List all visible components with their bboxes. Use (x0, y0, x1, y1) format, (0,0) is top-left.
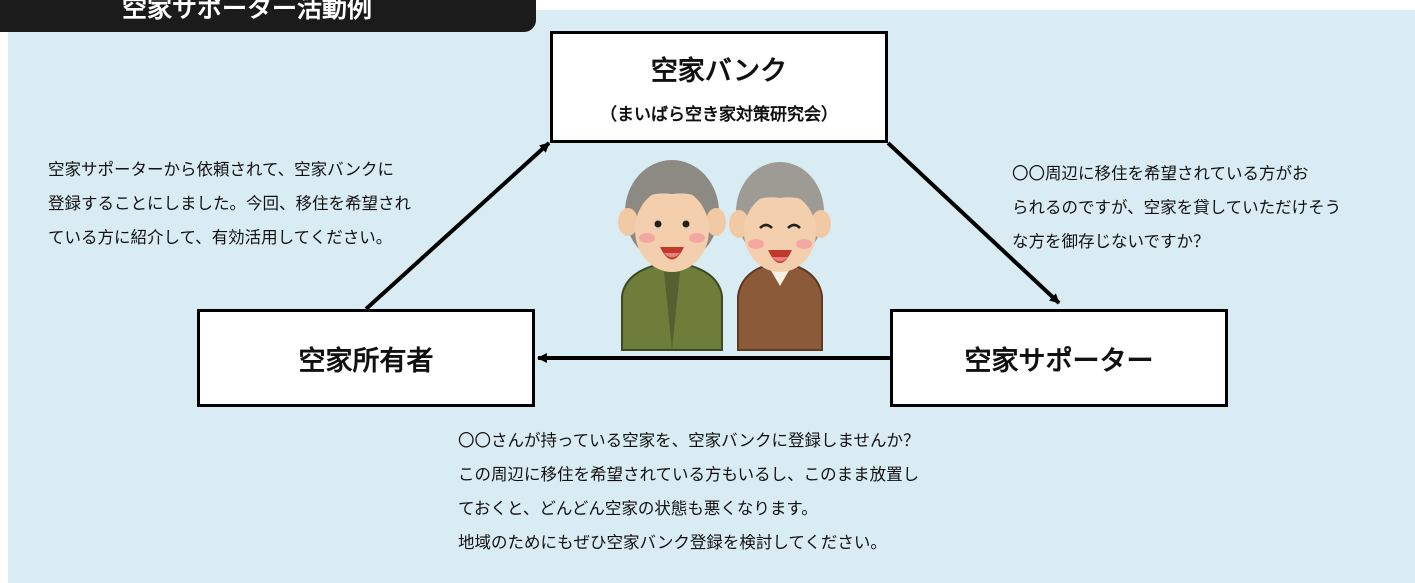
bank-message-line: な方を御存じないですか？ (1012, 232, 1210, 251)
owner-box: 空家所有者 (197, 309, 535, 407)
owner-message-line: ている方に紹介して、有効活用してください。 (48, 228, 393, 247)
akiya-bank-box: 空家バンク （まいばら空き家対策研究会） (550, 31, 888, 143)
elderly-man-right-icon (729, 162, 831, 351)
bank-message-line: 〇〇周辺に移住を希望されている方がお (1012, 164, 1309, 183)
arrow-bank-to-supporter (886, 141, 1061, 305)
title-bar: 空家サポーター活動例 (0, 0, 536, 32)
owner-message-line: 空家サポーターから依頼されて、空家バンクに (48, 160, 395, 179)
supporter-message-line: 地域のためにもぜひ空家バンク登録を検討してください。 (458, 533, 887, 552)
owner-message: 空家サポーターから依頼されて、空家バンクに 登録することにしました。今回、移住を… (48, 153, 411, 255)
supporter-message-line: 〇〇さんが持っている空家を、空家バンクに登録しませんか？ (458, 431, 920, 450)
bank-message: 〇〇周辺に移住を希望されている方がお られるのですが、空家を貸していただけそう … (1012, 157, 1341, 259)
akiya-bank-title: 空家バンク (650, 56, 788, 87)
supporter-title: 空家サポーター (964, 345, 1154, 377)
supporter-message-line: この周辺に移住を希望されている方もいるし、このまま放置し (458, 465, 920, 484)
owner-message-line: 登録することにしました。今回、移住を希望され (48, 194, 411, 213)
supporter-message: 〇〇さんが持っている空家を、空家バンクに登録しませんか？ この周辺に移住を希望さ… (458, 424, 920, 560)
akiya-bank-subtitle: （まいばら空き家対策研究会） (600, 105, 838, 125)
bank-message-line: られるのですが、空家を貸していただけそう (1012, 198, 1342, 217)
supporter-message-line: ておくと、どんどん空家の状態も悪くなります。 (458, 499, 818, 518)
arrow-owner-to-bank (364, 141, 551, 311)
owner-title: 空家所有者 (298, 345, 434, 377)
page-title: 空家サポーター活動例 (122, 0, 373, 23)
supporter-box: 空家サポーター (890, 309, 1228, 407)
elderly-man-left-icon (618, 160, 726, 351)
